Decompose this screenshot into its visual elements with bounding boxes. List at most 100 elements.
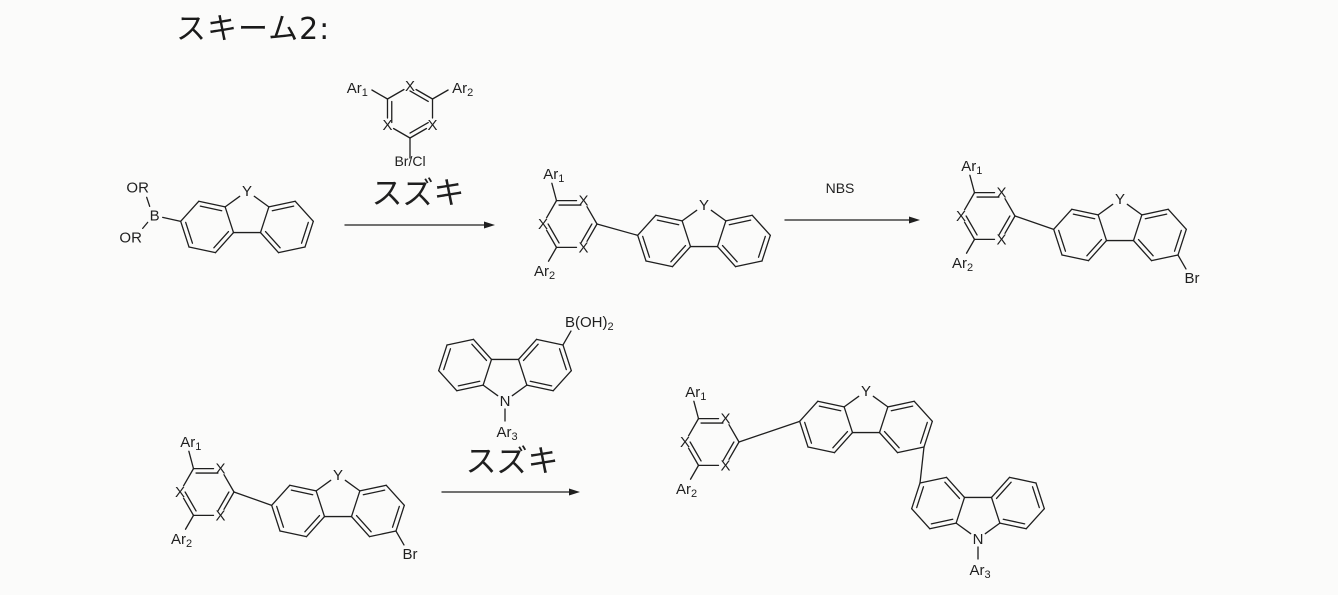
- p2-triazine-bond: [1005, 199, 1015, 216]
- arrow-step1-head: [484, 222, 495, 229]
- p2-fluorene-bond: [1127, 204, 1142, 215]
- sm2-ar1-subscript: 1: [195, 441, 201, 453]
- p1-triazine-bond: [587, 207, 597, 224]
- p2-fluorene-ring-bond: [1054, 229, 1062, 255]
- p1-ar1-text: Ar: [543, 166, 558, 183]
- final-carbazole-ring-bond: [920, 477, 946, 483]
- final-fluorene-ring-bond: [924, 421, 932, 447]
- final-fluorene-bond: [844, 407, 852, 433]
- final-fluorene-ring-bond: [800, 401, 818, 421]
- or-group-top-text: OR: [126, 179, 149, 196]
- sm2-fluorene-bond: [316, 480, 331, 491]
- final-ar2-subscript: 2: [691, 488, 697, 500]
- boronic-acid: B(OH)2: [565, 314, 614, 334]
- final-ar1-subscript: 1: [700, 391, 706, 403]
- final-ar1-bond: [694, 401, 699, 418]
- final-fluorene-bond: [873, 396, 888, 407]
- p1-triazine-x-atom: X: [578, 239, 588, 256]
- sm1-fluorene-heteroatom-text: Y: [242, 183, 252, 200]
- p1-triazine-double-bond: [548, 224, 559, 243]
- sm2-triazine-x-atom-text: X: [215, 507, 225, 524]
- atom-labels: YBORORXXXAr2Ar1XXXAr1Ar2YXXXAr1Ar2YBrXXX…: [119, 78, 1199, 581]
- p1-fluorene-bond: [718, 221, 726, 247]
- final-fluorene-bond: [844, 396, 859, 407]
- boronic-acid-text: B(OH): [565, 314, 608, 331]
- sm2-fluorene-double-bond: [363, 490, 384, 495]
- final-triazine-double-bond: [690, 442, 701, 461]
- reagent-carbazole-heteroatom: N: [500, 392, 511, 409]
- sm2-ar2-text: Ar: [171, 531, 186, 548]
- p2-triazine-bond: [965, 222, 975, 239]
- p2-triazine-x-atom-text: X: [956, 208, 966, 225]
- sm2-fluorene-ring-bond: [272, 505, 280, 531]
- final-carbazole-ring-bond: [912, 483, 920, 509]
- final-ar3: Ar3: [969, 561, 990, 581]
- final-triazine-x-atom: X: [720, 410, 730, 427]
- arrow-step3-head: [569, 489, 580, 496]
- reagent-carbazole-bond: [519, 359, 527, 385]
- sm1-fluorene-ring-bond: [181, 201, 199, 221]
- sm2-bromine-text: Br: [402, 545, 417, 562]
- final-triazine-x-atom-text: X: [720, 457, 730, 474]
- reagent-ar2-bond: [433, 90, 449, 99]
- arrow-step2-head: [909, 217, 920, 224]
- p2-fluorene-heteroatom-text: Y: [1115, 191, 1125, 208]
- p1-fluorene-bond: [682, 210, 697, 221]
- reagent-carbazole-bond: [512, 385, 527, 396]
- p2-triazine-x-atom: X: [996, 184, 1006, 201]
- sm1-fluorene-heteroatom: Y: [242, 183, 252, 200]
- p1-triazine-x-atom: X: [538, 216, 548, 233]
- final-carbazole-bond: [985, 523, 1000, 534]
- boron-or-bond: [147, 197, 150, 206]
- p1-biaryl-bond: [597, 224, 638, 235]
- sm2-bromine: Br: [402, 545, 417, 562]
- sm1-fluorene-ring-bond: [295, 201, 313, 221]
- reagent-triazine-bond: [416, 90, 432, 100]
- p1-ar2-bond: [549, 247, 557, 261]
- p1-ar2-subscript: 2: [549, 270, 555, 282]
- step2-condition: NBS: [826, 180, 855, 196]
- p1-fluorene-bond: [682, 221, 690, 247]
- p1-fluorene-ring-bond: [736, 261, 762, 267]
- sm2-ar1: Ar1: [180, 434, 201, 454]
- final-fluorene-bond: [880, 407, 888, 433]
- final-fluorene-ring-bond: [808, 447, 834, 453]
- reagent-triazine-x-atom: X: [382, 117, 392, 134]
- p1-ar1-bond: [552, 183, 557, 200]
- final-carbazole-double-bond: [1003, 519, 1024, 524]
- final-ar3-text: Ar: [969, 561, 984, 578]
- final-carbazole-bond: [920, 447, 924, 483]
- sm2-fluorene-ring-bond: [272, 485, 290, 505]
- boron-or-bond: [143, 222, 148, 228]
- final-carbazole-double-bond: [931, 519, 952, 524]
- final-carbazole-heteroatom: N: [973, 530, 984, 547]
- sm2-ar1-bond: [189, 451, 194, 468]
- sm1-fluorene-double-bond: [272, 206, 293, 211]
- sm2-fluorene-bond: [352, 491, 360, 517]
- reagent-ar1-bond: [372, 90, 388, 99]
- p1-fluorene-double-bond: [657, 220, 678, 225]
- reagent-carbazole-ring-bond: [537, 339, 563, 345]
- p2-fluorene-heteroatom: Y: [1115, 191, 1125, 208]
- reaction-arrows: [345, 217, 920, 496]
- reagent-ar2-subscript: 2: [467, 87, 473, 99]
- p2-ar1-text: Ar: [961, 158, 976, 175]
- step1-leaving-group: Br/Cl: [394, 153, 425, 169]
- p2-fluorene-double-bond: [1073, 214, 1094, 219]
- p2-ar1: Ar1: [961, 158, 982, 178]
- reagent-triazine-bond: [394, 129, 410, 139]
- p1-fluorene-ring-bond: [638, 215, 656, 235]
- sm1-fluorene-double-bond: [200, 206, 221, 211]
- sm1-fluorene-ring-bond: [305, 221, 313, 247]
- sm2-triazine-x-atom: X: [215, 507, 225, 524]
- sm2-fluorene-double-bond: [291, 490, 312, 495]
- p2-fluorene-bond: [1098, 204, 1113, 215]
- p1-ar1: Ar1: [543, 166, 564, 186]
- sm1-fluorene-bond: [225, 196, 240, 207]
- final-carbazole-bond: [992, 497, 1000, 523]
- p2-fluorene-double-bond: [1145, 214, 1166, 219]
- final-carbazole-ring-bond: [912, 509, 930, 529]
- sm2-fluorene-ring-bond: [386, 485, 404, 505]
- final-carbazole-heteroatom-text: N: [973, 530, 984, 547]
